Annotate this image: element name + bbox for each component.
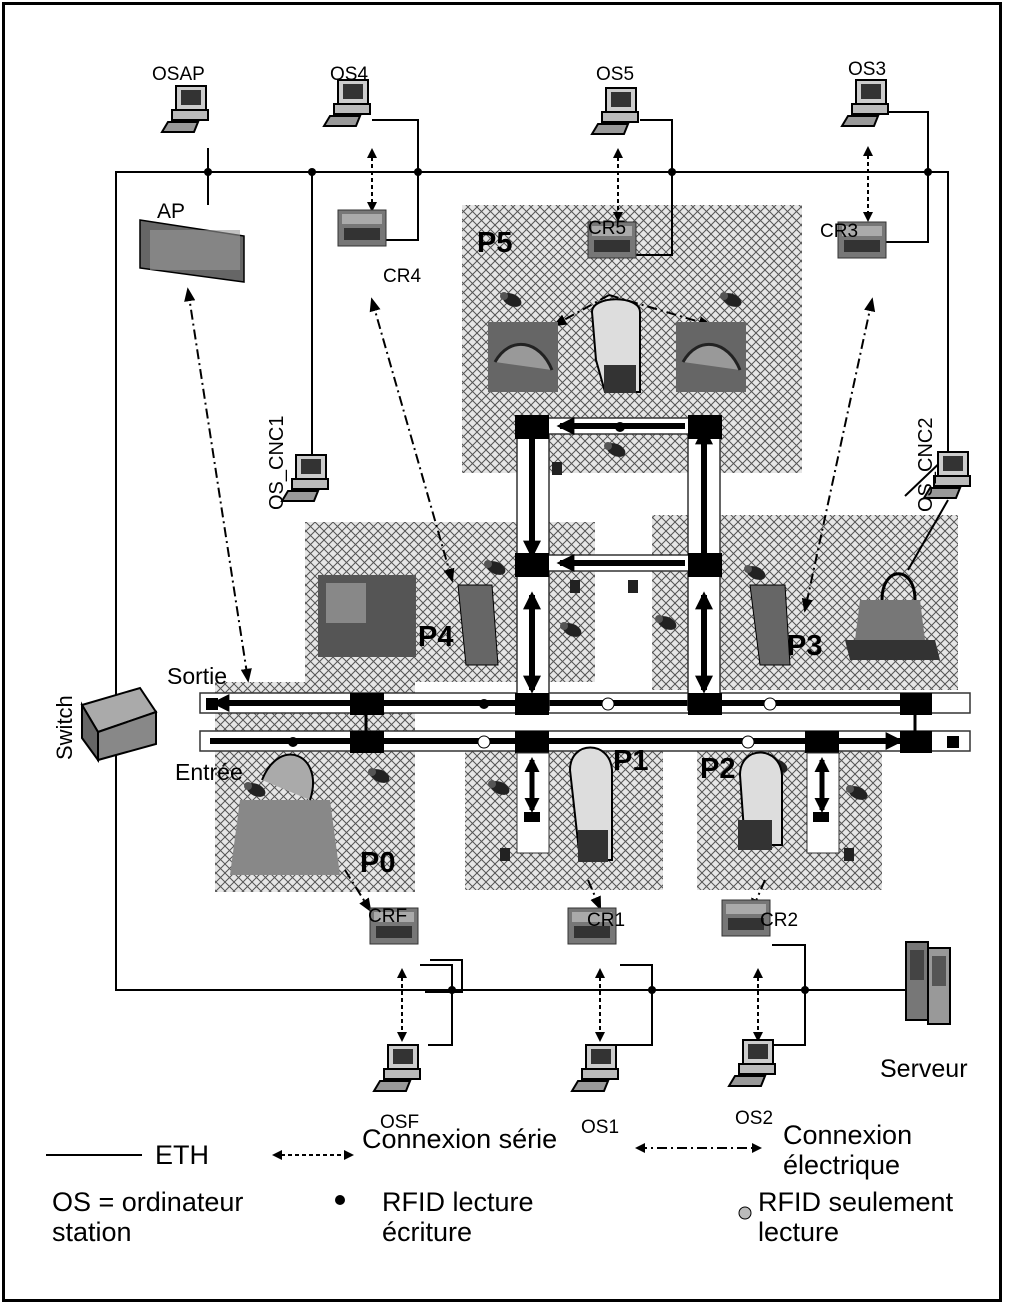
legend-serial-text: Connexion série: [362, 1124, 558, 1154]
label-entree: Entrée: [175, 759, 243, 785]
label-switch: Switch: [52, 695, 77, 760]
label-cr3: CR3: [820, 221, 858, 242]
legend-electric-text: Connexion électrique: [783, 1120, 912, 1180]
serial-connections: [367, 146, 873, 1042]
conveyor-system: [199, 415, 971, 854]
ap-module: [139, 219, 245, 283]
legend-rfid-rw-dot: [335, 1195, 345, 1205]
label-cr1: CR1: [587, 910, 625, 931]
label-p4: P4: [418, 621, 453, 653]
label-os3: OS3: [848, 59, 886, 80]
label-p2: P2: [700, 753, 735, 785]
legend-eth-text: ETH: [155, 1140, 209, 1170]
label-cr4: CR4: [383, 266, 421, 287]
label-p5: P5: [477, 227, 512, 259]
legend-rfid-rw-line2: écriture: [382, 1217, 473, 1247]
legend-rfid-r-dot: [738, 1206, 752, 1220]
rfid-markers: [288, 422, 777, 749]
machines: [230, 298, 940, 875]
legend-os-def-line1: OS = ordinateur: [52, 1187, 244, 1217]
small-tags: [500, 462, 854, 861]
label-p3: P3: [787, 630, 822, 662]
server-device: [905, 941, 951, 1025]
legend-symbols: [46, 1143, 762, 1220]
label-cr5: CR5: [588, 218, 626, 239]
junction-dots: [204, 168, 932, 994]
legend-os-def-line2: station: [52, 1217, 132, 1247]
label-p0: P0: [360, 847, 395, 879]
label-osf: OSF: [380, 1112, 419, 1133]
label-os-cnc1: OS_CNC1: [266, 416, 288, 510]
legend-rfid-rw: RFID lecture écriture: [382, 1187, 534, 1247]
label-osap: OSAP: [152, 64, 205, 85]
label-os-cnc2: OS_CNC2: [915, 418, 937, 512]
legend-rfid-r-line2: lecture: [758, 1217, 840, 1247]
legend-electric-line2: électrique: [783, 1150, 901, 1180]
legend-os-def: OS = ordinateur station: [52, 1187, 243, 1247]
label-serveur: Serveur: [880, 1055, 968, 1083]
label-os5: OS5: [596, 64, 634, 85]
eth-lines: [115, 111, 950, 1046]
legend-rfid-r-line1: RFID seulement: [758, 1187, 954, 1217]
label-os1: OS1: [581, 1117, 619, 1138]
label-os2: OS2: [735, 1108, 773, 1129]
label-p1: P1: [613, 745, 648, 777]
label-sortie: Sortie: [167, 663, 227, 689]
label-ap: AP: [157, 200, 185, 223]
legend-electric-line1: Connexion: [783, 1120, 913, 1150]
switch-device: [80, 686, 158, 764]
label-crf: CRF: [368, 906, 407, 927]
legend-rfid-r: RFID seulement lecture: [758, 1187, 953, 1247]
label-os4: OS4: [330, 64, 368, 85]
legend-rfid-rw-line1: RFID lecture: [382, 1187, 534, 1217]
label-cr2: CR2: [760, 910, 798, 931]
